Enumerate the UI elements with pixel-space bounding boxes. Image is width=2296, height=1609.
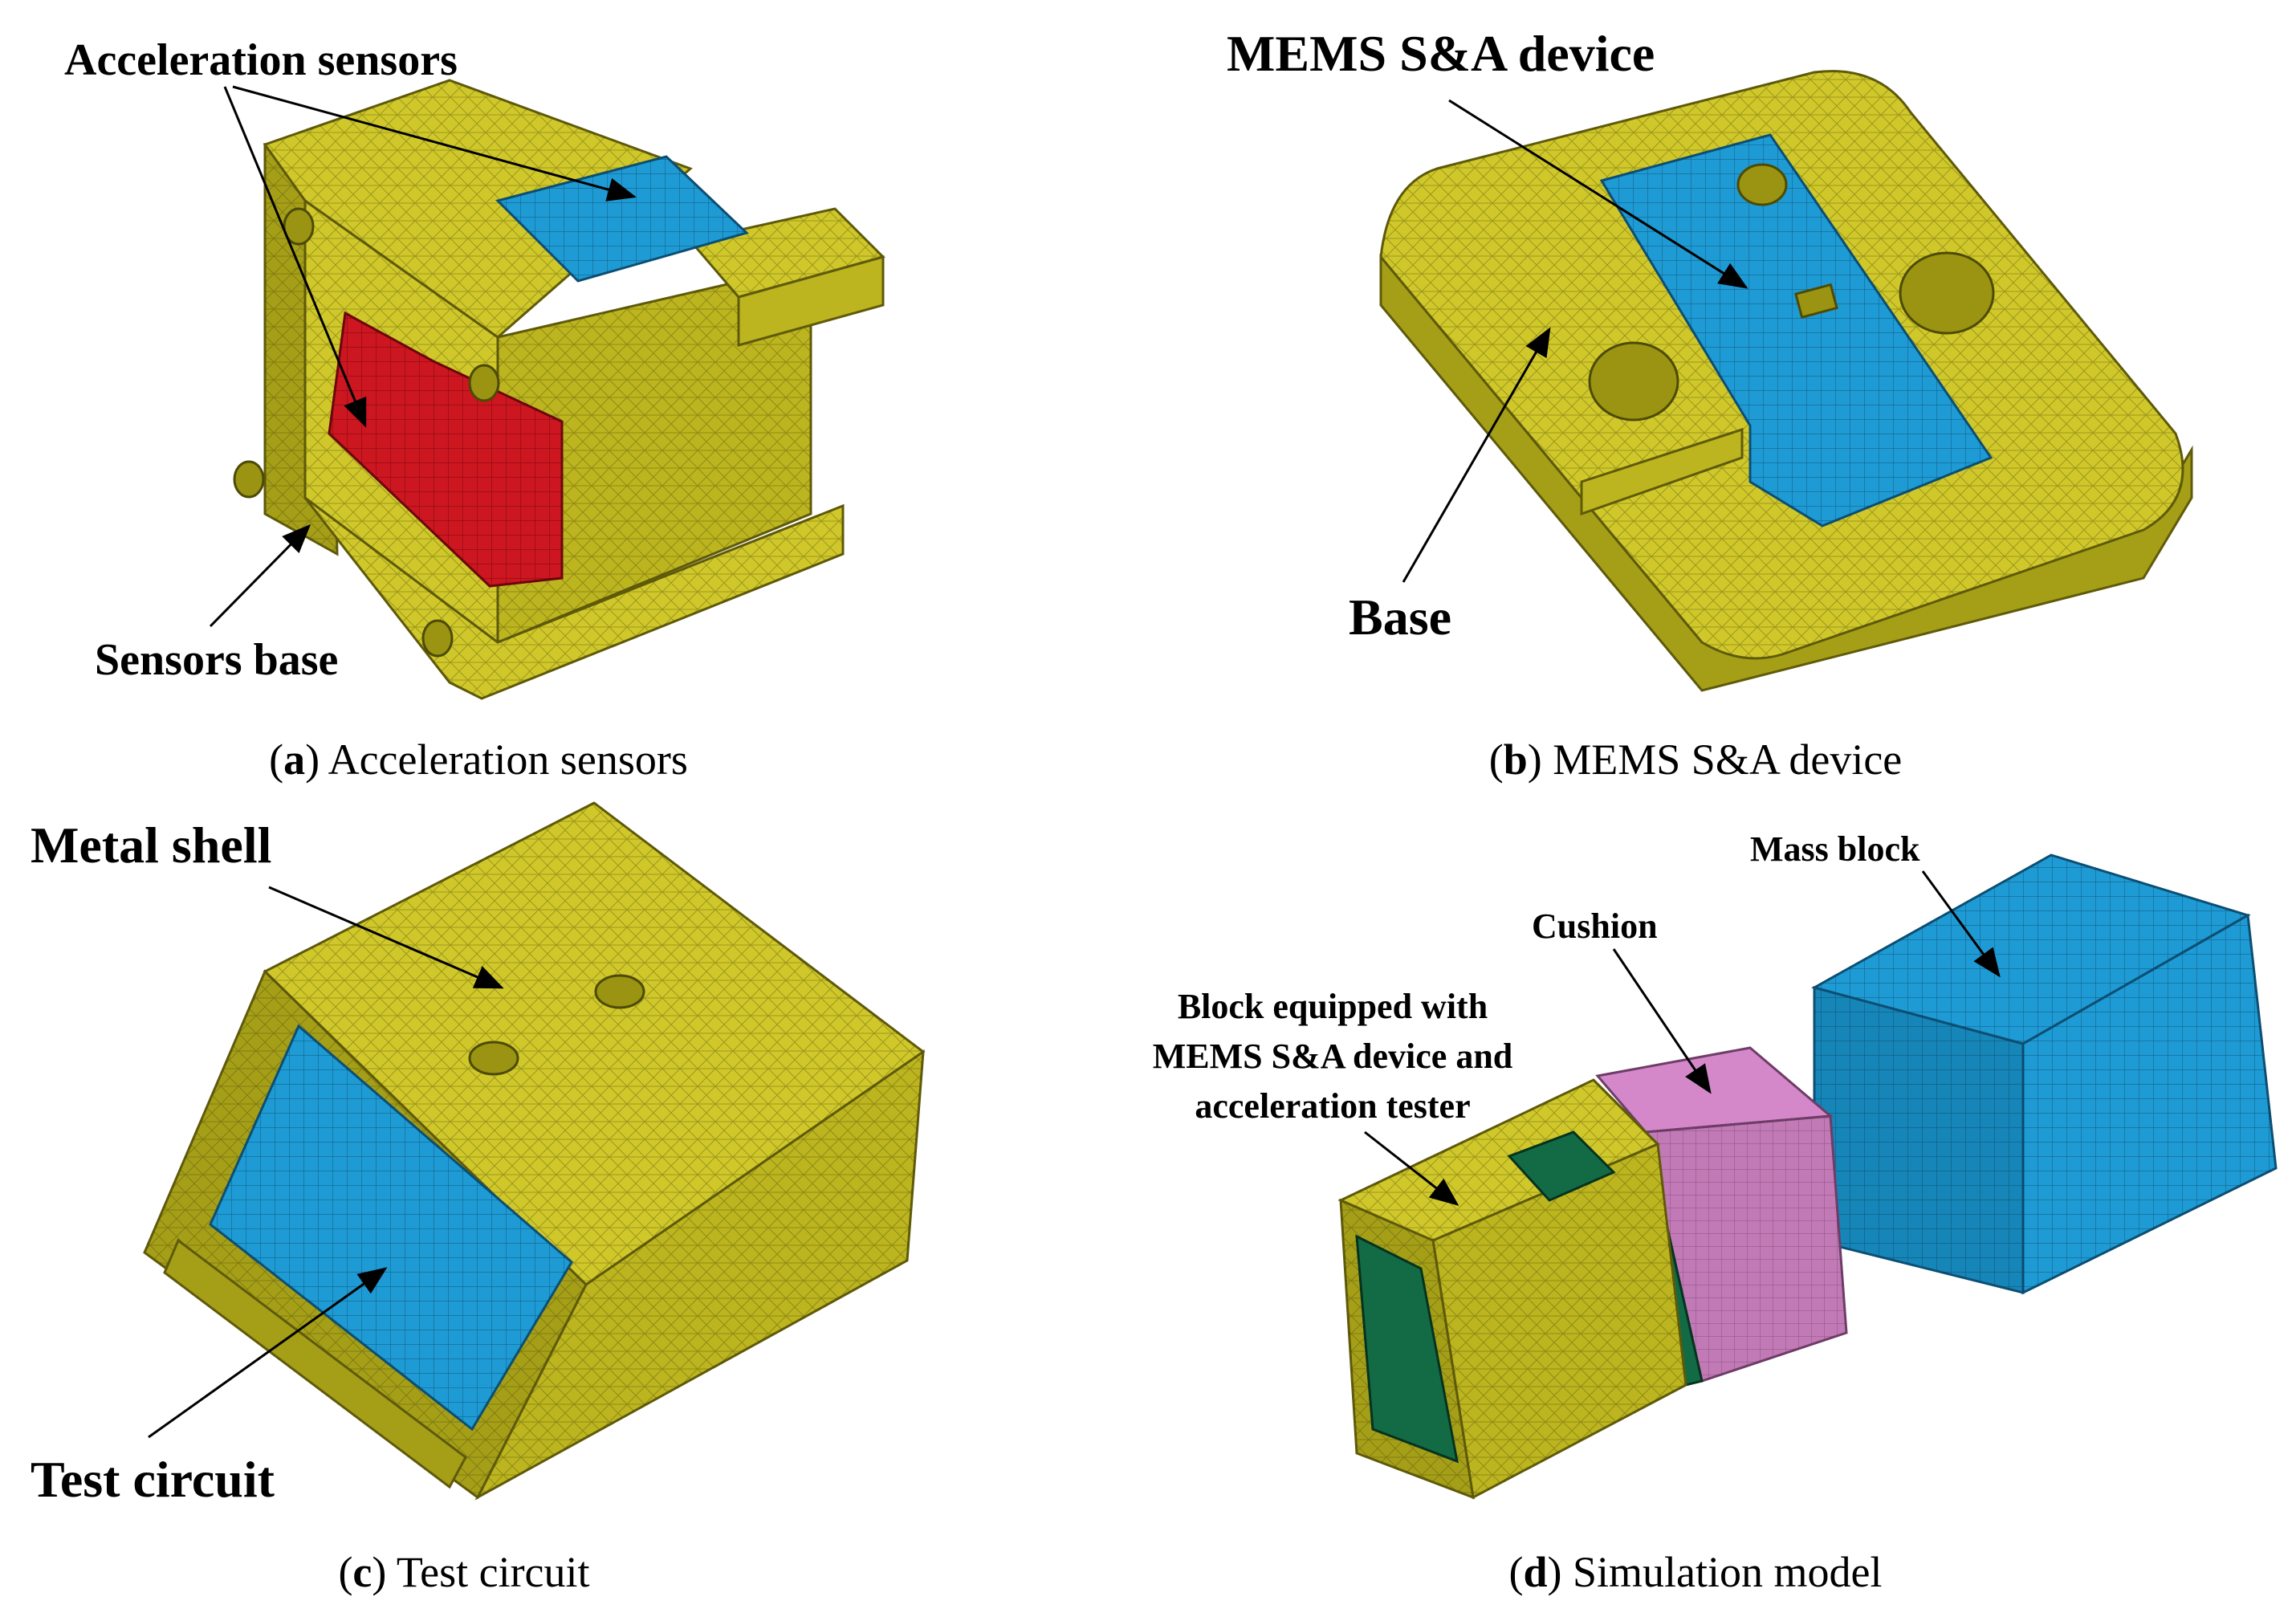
device-green-top bbox=[1507, 1130, 1616, 1202]
arrow-base bbox=[1402, 327, 1551, 583]
caption-b: (b) MEMS S&A device bbox=[1489, 735, 1903, 784]
tester-green-face bbox=[1355, 1234, 1459, 1464]
label-mems-device: MEMS S&A device bbox=[1227, 25, 1655, 82]
label-acceleration-sensors: Acceleration sensors bbox=[64, 35, 458, 85]
caption-a: (a) Acceleration sensors bbox=[269, 735, 688, 784]
label-test-circuit: Test circuit bbox=[31, 1451, 275, 1508]
caption-a-letter: a bbox=[283, 735, 305, 784]
arrow-mems-device bbox=[1448, 99, 1748, 289]
label-cushion: Cushion bbox=[1532, 906, 1658, 946]
label-mass-block: Mass block bbox=[1750, 829, 1920, 869]
caption-c-letter: c bbox=[352, 1548, 372, 1596]
arrow-mems-block bbox=[1364, 1130, 1459, 1206]
label-block-line3: acceleration tester bbox=[1195, 1086, 1470, 1126]
arrow-mass-block bbox=[1921, 870, 2001, 978]
caption-c-text: Test circuit bbox=[397, 1548, 590, 1596]
panel-c: Metal shell Test circuit (c) Test circui… bbox=[31, 801, 926, 1596]
label-block-line2: MEMS S&A device and bbox=[1153, 1037, 1513, 1076]
label-base: Base bbox=[1349, 589, 1451, 646]
panel-b: MEMS S&A device Base (b) MEMS S&A device bbox=[1227, 25, 2193, 784]
arrow-sensors-red bbox=[223, 86, 367, 428]
cushion-model bbox=[1595, 1046, 1848, 1387]
label-metal-shell: Metal shell bbox=[31, 817, 271, 874]
label-block-line1: Block equipped with bbox=[1178, 987, 1488, 1026]
arrow-sensors-base bbox=[209, 523, 311, 628]
arrow-metal-shell bbox=[268, 886, 504, 989]
caption-b-letter: b bbox=[1504, 735, 1528, 784]
arrow-test-circuit bbox=[148, 1267, 388, 1439]
panel-a: Acceleration sensors Sensors base (a) Ac… bbox=[64, 35, 885, 784]
panel-d: Mass block Cushion Block equipped with M… bbox=[1153, 829, 2278, 1596]
mass-block-model bbox=[1811, 853, 2278, 1295]
caption-b-text: MEMS S&A device bbox=[1553, 735, 1902, 784]
caption-a-text: Acceleration sensors bbox=[328, 735, 688, 784]
caption-d-text: Simulation model bbox=[1573, 1548, 1883, 1596]
metal-shell-model bbox=[143, 801, 926, 1501]
arrow-cushion bbox=[1612, 948, 1712, 1094]
caption-d: (d) Simulation model bbox=[1508, 1548, 1882, 1596]
label-sensors-base: Sensors base bbox=[95, 635, 338, 685]
sensors-base-model bbox=[233, 79, 885, 700]
caption-d-letter: d bbox=[1523, 1548, 1547, 1596]
mems-block-model bbox=[1337, 1078, 1687, 1500]
caption-c: (c) Test circuit bbox=[338, 1548, 589, 1596]
arrow-sensors-blue bbox=[232, 85, 637, 202]
mems-base-model bbox=[1379, 70, 2193, 692]
